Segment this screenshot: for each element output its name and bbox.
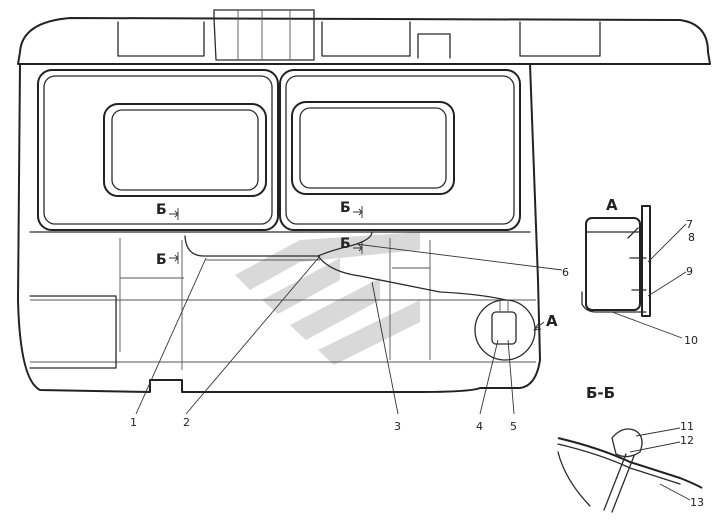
watermark-logo: [235, 232, 420, 365]
cab-rear-wall: [17, 9, 711, 393]
rear-windows: [37, 69, 521, 231]
left-step: [29, 295, 117, 369]
section-mark-1: Б: [156, 202, 167, 218]
view-a-arrow: [533, 321, 545, 331]
bracket: [581, 291, 647, 313]
reservoir-small: [491, 311, 517, 345]
callout-5: 5: [510, 420, 517, 433]
callout-3: 3: [394, 420, 401, 433]
section-bb-detail: [557, 428, 703, 513]
callout-4: 4: [476, 420, 483, 433]
reservoir-location: [474, 299, 536, 361]
callout-6: 6: [562, 266, 569, 279]
hose-line-lower: [317, 255, 507, 301]
callout-1: 1: [130, 416, 137, 429]
section-panel: [557, 437, 703, 489]
section-tube: [603, 453, 635, 513]
view-a-circle: [474, 299, 536, 361]
view-a-detail: [581, 205, 651, 317]
callout-7: 7: [686, 218, 693, 231]
hose-line-left: [184, 231, 373, 257]
washer-hose: [184, 231, 507, 301]
roof-vent-left: [117, 21, 205, 57]
section-marks: Б Б Б Б: [156, 200, 363, 268]
callout-numbers: 1 2 3 4 5 6 7 8 9 10 11 12 13: [130, 218, 704, 509]
callout-10: 10: [684, 334, 698, 347]
callout-12: 12: [680, 434, 694, 447]
section-mark-2: Б: [340, 200, 351, 216]
section-bb-label: Б-Б: [586, 384, 615, 402]
roof-vent-right: [321, 21, 411, 57]
callout-8: 8: [688, 231, 695, 244]
roof-vent-center: [213, 9, 315, 61]
window-frame-left: [37, 69, 279, 231]
view-a-label: А: [606, 196, 618, 214]
leader-lines: [135, 223, 691, 501]
body-outline: [17, 63, 541, 393]
section-mark-3: Б: [340, 236, 351, 252]
mounting-panel: [641, 205, 651, 317]
roof-vent-small: [417, 33, 451, 59]
roof-vent-far-right: [519, 21, 601, 57]
reservoir-tank: [585, 217, 641, 311]
window-frame-right: [279, 69, 521, 231]
callout-11: 11: [680, 420, 694, 433]
window-glass-right: [291, 101, 455, 195]
view-a-arrow-label: А: [546, 312, 558, 330]
callout-9: 9: [686, 265, 693, 278]
section-grommet: [611, 428, 643, 458]
roof-outline: [17, 17, 711, 65]
section-mark-4: Б: [156, 252, 167, 268]
window-glass-left: [103, 103, 267, 197]
callout-2: 2: [183, 416, 190, 429]
callout-13: 13: [690, 496, 704, 509]
